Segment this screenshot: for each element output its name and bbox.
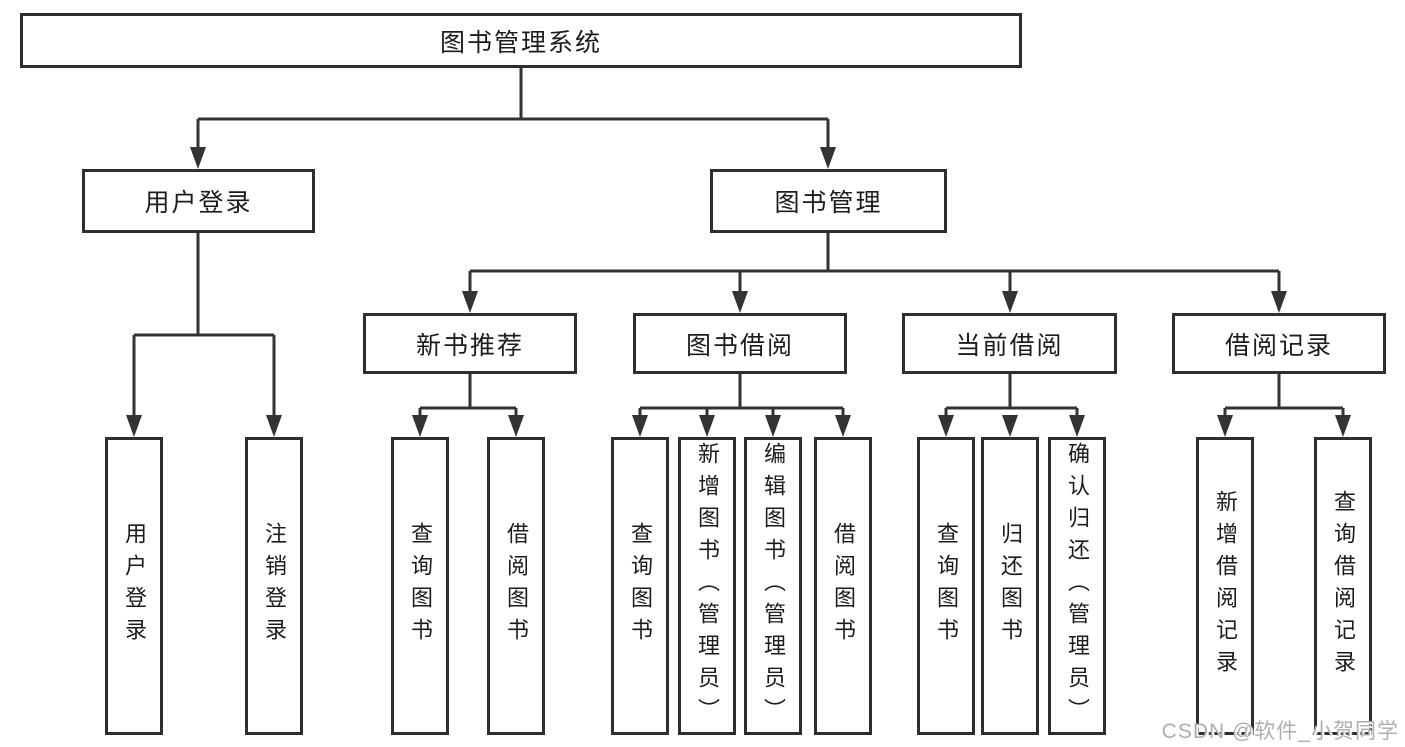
node-label: 用户登录 [144,189,253,217]
leaf-logout: 注销登录 [245,437,303,735]
node-label: 编辑图书（管理员） [761,442,786,730]
leaf-recommend-borrow-books: 借阅图书 [487,437,545,735]
node-label: 注销登录 [262,522,287,650]
csdn-watermark: CSDN @软件_小贺同学 [1161,720,1399,743]
node-borrow-records: 借阅记录 [1172,313,1386,374]
node-book-management: 图书管理 [710,169,947,233]
leaf-borrow-edit-books-admin: 编辑图书（管理员） [744,437,802,735]
node-label: 图书借阅 [685,331,794,360]
leaf-current-query-books: 查询图书 [917,437,975,735]
node-label: 查询图书 [628,522,653,650]
leaf-records-query-borrow-record: 查询借阅记录 [1314,437,1372,735]
node-label: 查询图书 [934,522,959,650]
node-label: 用户登录 [122,522,147,650]
leaf-current-return-books: 归还图书 [981,437,1039,735]
node-label: 归还图书 [998,522,1023,650]
leaf-borrow-borrow-books: 借阅图书 [814,437,872,735]
node-label: 借阅记录 [1224,331,1333,360]
node-library-management-system: 图书管理系统 [20,13,1022,68]
node-label: 当前借阅 [955,331,1064,360]
node-label: 确认归还（管理员） [1065,442,1090,730]
node-label: 查询借阅记录 [1331,490,1356,682]
node-label: 新增图书（管理员） [695,442,720,730]
node-book-borrow: 图书借阅 [633,313,847,374]
node-current-borrow: 当前借阅 [902,313,1117,374]
node-label: 新书推荐 [415,331,524,360]
node-label: 图书管理系统 [439,28,602,57]
leaf-user-login: 用户登录 [105,437,163,735]
node-label: 借阅图书 [831,522,856,650]
node-new-book-recommend: 新书推荐 [363,313,577,374]
leaf-borrow-query-books: 查询图书 [611,437,669,735]
node-label: 图书管理 [774,189,883,217]
leaf-current-confirm-return-admin: 确认归还（管理员） [1048,437,1106,735]
leaf-records-add-borrow-record: 新增借阅记录 [1196,437,1254,735]
node-label: 借阅图书 [504,522,529,650]
node-label: 查询图书 [408,522,433,650]
node-user-login: 用户登录 [82,169,315,233]
node-label: 新增借阅记录 [1213,490,1238,682]
leaf-borrow-add-books-admin: 新增图书（管理员） [678,437,736,735]
leaf-recommend-query-books: 查询图书 [391,437,449,735]
